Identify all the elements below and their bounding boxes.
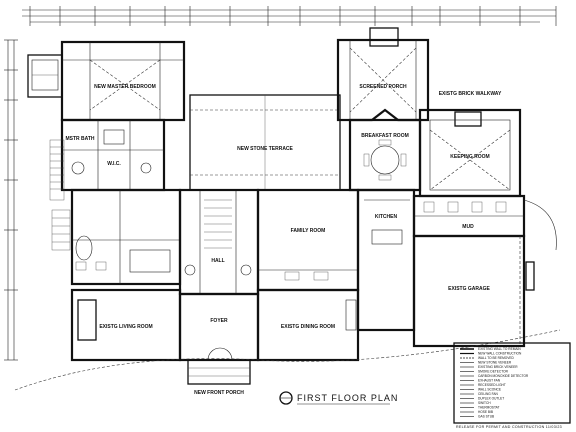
- family-room-block: [256, 188, 360, 292]
- room-label-hall: HALL: [211, 258, 224, 264]
- legend-item: NEW WALL CONSTRUCTION: [478, 352, 522, 356]
- stone-terrace-block: [189, 94, 341, 191]
- room-labels: NEW MASTER BEDROOM SCREENED PORCH EXISTG…: [65, 84, 501, 396]
- drawing-title-block: FIRST FLOOR PLAN: [279, 391, 398, 405]
- room-label-garage: EXISTG GARAGE: [448, 286, 490, 292]
- legend-item: WALL TO BE REMOVED: [478, 356, 514, 360]
- setback-line: [14, 329, 561, 391]
- legend-item: CEILING FAN: [478, 392, 499, 396]
- screened-porch-block: [336, 27, 430, 122]
- legend-item: NEW STONE VENEER: [478, 361, 512, 365]
- legend-item: WALL SCONCE: [478, 388, 501, 392]
- room-label-closet: W.I.C.: [107, 161, 121, 167]
- legend-item: THERMOSTAT: [478, 406, 500, 410]
- room-label-family: FAMILY ROOM: [291, 228, 326, 234]
- garage-block: [412, 199, 557, 348]
- room-label-stone: NEW STONE TERRACE: [237, 146, 293, 152]
- legend-item: EXISTING BRICK VENEER: [478, 365, 518, 369]
- kitchen-block: [356, 188, 526, 332]
- top-dimension-lines: [22, 6, 557, 26]
- room-label-porch: NEW FRONT PORCH: [194, 390, 244, 396]
- room-label-mud: MUD: [462, 224, 474, 230]
- legend-item: GAS STUB: [478, 415, 494, 419]
- room-label-dining: EXISTG DINING ROOM: [281, 324, 335, 330]
- legend-item: EXHAUST FAN: [478, 379, 501, 383]
- legend-item: DUPLEX OUTLET: [478, 397, 504, 401]
- room-label-bath: MSTR BATH: [65, 136, 94, 142]
- room-label-breakfast: BREAKFAST ROOM: [361, 133, 409, 139]
- legend-item: HOSE BIB: [478, 410, 493, 414]
- room-label-master: NEW MASTER BEDROOM: [94, 84, 156, 90]
- breakfast-room-block: [348, 108, 422, 192]
- front-rooms-block: [70, 288, 360, 385]
- legend-item: SMOKE DETECTOR: [478, 370, 509, 374]
- legend-item: EXISTING WALL TO REMAIN: [478, 347, 521, 351]
- room-label-foyer: FOYER: [210, 318, 228, 324]
- room-label-brick: EXISTG BRICK WALKWAY: [439, 91, 502, 97]
- room-label-keeping: KEEPING ROOM: [450, 154, 489, 160]
- room-label-screened: SCREENED PORCH: [359, 84, 407, 90]
- legend-item: SWITCH: [478, 401, 491, 405]
- left-dimension-lines: [4, 39, 18, 361]
- keeping-room-block: [418, 108, 522, 198]
- left-steps: [51, 209, 71, 251]
- legend-item: CARBON MONOXIDE DETECTOR: [478, 374, 529, 378]
- drawing-title: FIRST FLOOR PLAN: [297, 393, 398, 403]
- footer-note: RELEASE FOR PERMIT AND CONSTRUCTION 11/0…: [456, 425, 562, 429]
- left-wing-block: [70, 188, 182, 286]
- central-hall-block: [178, 188, 260, 296]
- bath-closet-block: [49, 118, 166, 201]
- room-label-living: EXISTG LIVING ROOM: [99, 324, 152, 330]
- master-suite-block: [27, 40, 186, 122]
- legend-item: RECESSED LIGHT: [478, 383, 506, 387]
- room-label-kitchen: KITCHEN: [375, 214, 398, 220]
